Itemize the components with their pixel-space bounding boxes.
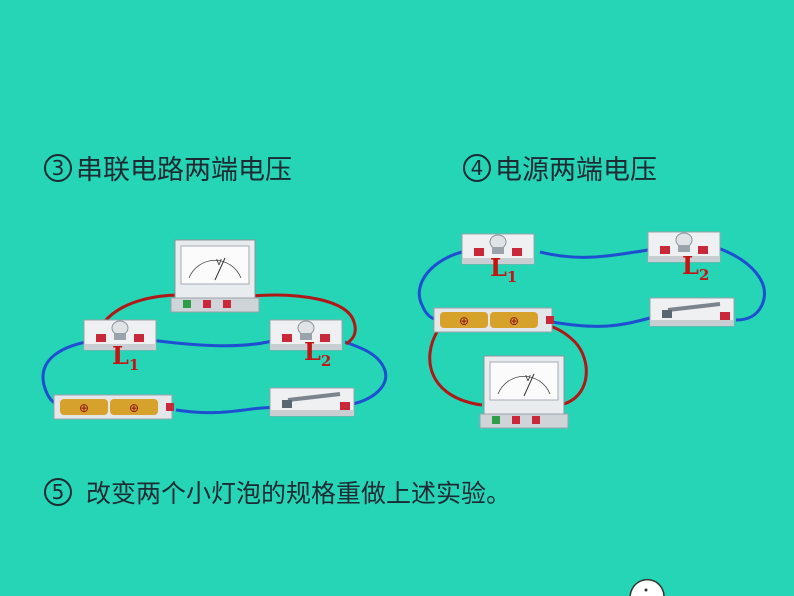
right-red-wire: [428, 324, 588, 407]
left-voltmeter-icon: [170, 239, 260, 313]
right-switch-icon: [648, 296, 736, 328]
right-blue-wire: [417, 246, 766, 328]
right-voltmeter-icon: [479, 355, 569, 429]
step5-number: 5: [44, 478, 72, 506]
step5-heading: 5 改变两个小灯泡的规格重做上述实验。: [44, 474, 511, 510]
step3-text: 串联电路两端电压: [76, 155, 292, 186]
right-meter-unit: V: [525, 374, 531, 383]
left-circuit: V L1 L2: [41, 239, 388, 420]
step3-number: 3: [44, 153, 72, 182]
left-lamp1-label: L1: [112, 341, 139, 374]
right-circuit: V L1 L2: [417, 231, 766, 429]
step4-number: 4: [463, 153, 491, 182]
left-battery-icon: [53, 394, 175, 420]
step4-heading: 4 电源两端电压: [463, 148, 657, 187]
step5-text: 改变两个小灯泡的规格重做上述实验。: [86, 479, 512, 508]
left-lamp2-label: L2: [304, 337, 331, 370]
right-lamp2-label: L2: [682, 251, 709, 284]
left-meter-unit: V: [216, 258, 222, 267]
cartoon-decoration-icon: [629, 578, 665, 596]
step3-heading: 3 串联电路两端电压: [44, 148, 292, 187]
right-battery-icon: [433, 307, 555, 333]
left-switch-icon: [268, 386, 356, 418]
step4-text: 电源两端电压: [495, 155, 657, 186]
left-blue-wire: [41, 338, 388, 415]
right-lamp1-label: L1: [490, 253, 517, 286]
